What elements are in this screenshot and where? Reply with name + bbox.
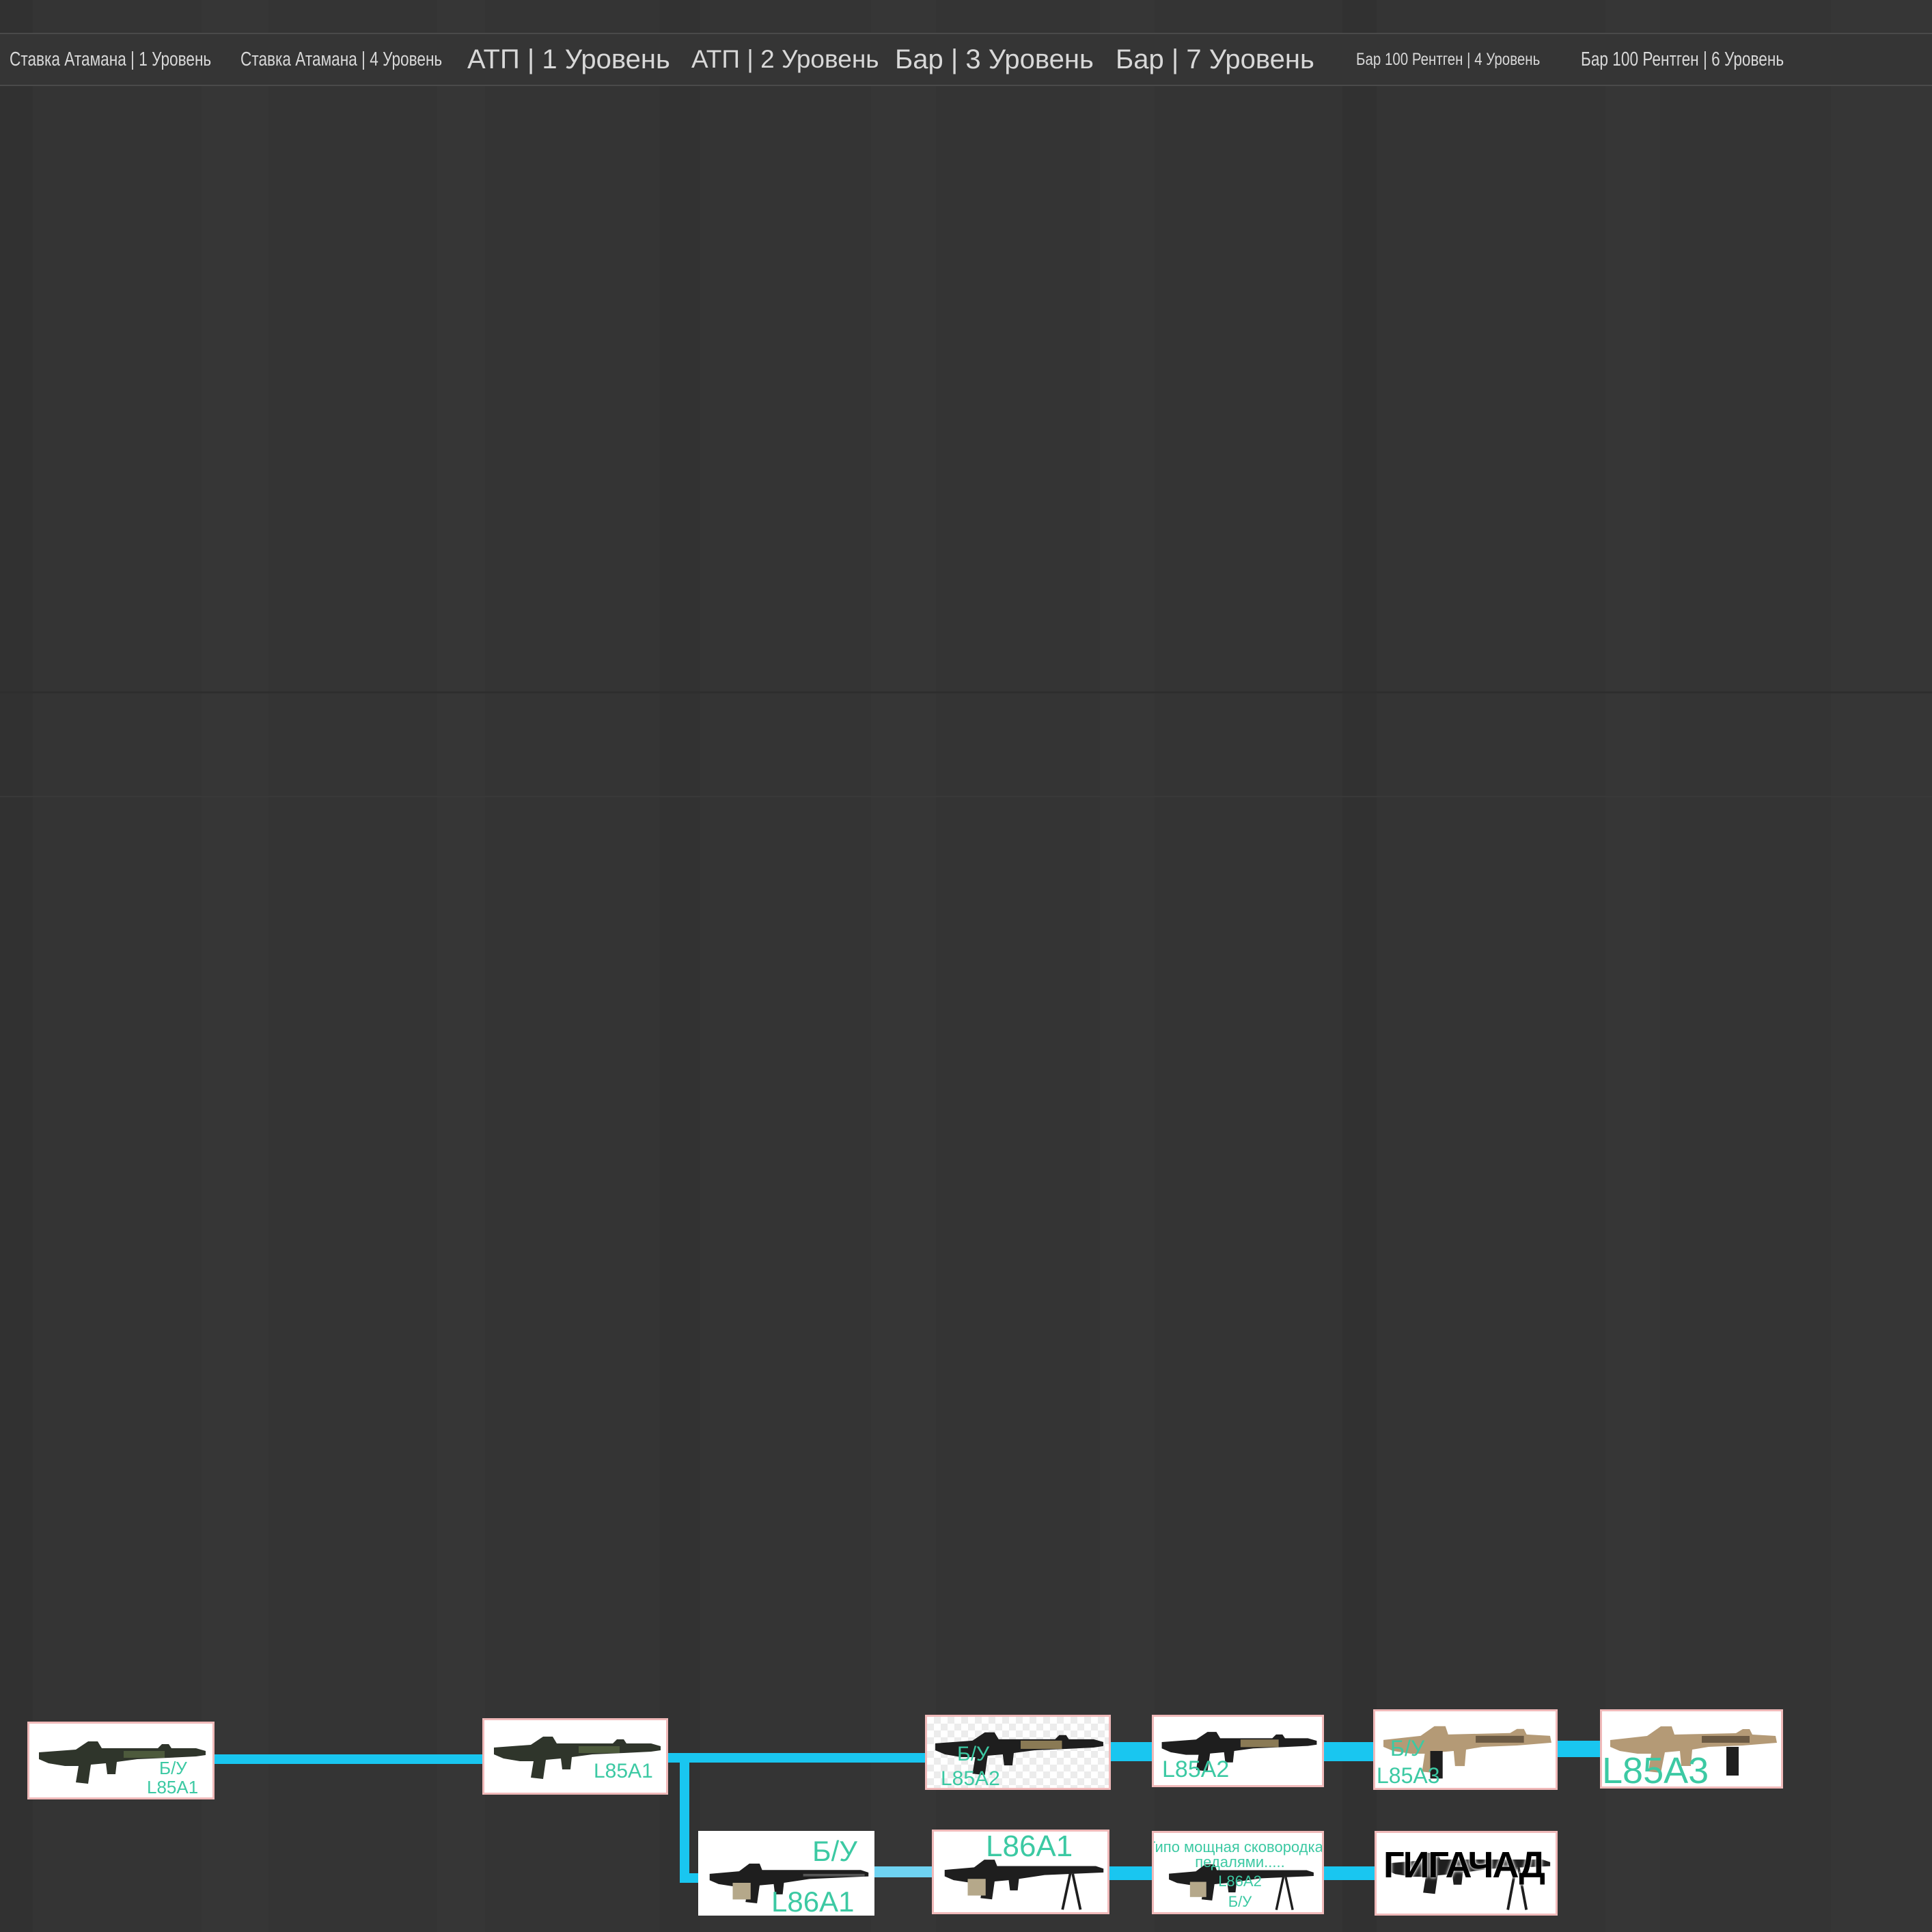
column-band bbox=[1605, 0, 1660, 1932]
node-label: L85A3 bbox=[1377, 1763, 1440, 1788]
column-band bbox=[1831, 0, 1932, 1932]
tier-label: Ставка Атамана | 1 Уровень bbox=[10, 49, 212, 70]
node-l86a1[interactable]: L86A1 bbox=[932, 1830, 1109, 1914]
connector-line bbox=[1323, 1866, 1375, 1880]
node-bu-l85a3[interactable]: Б/У L85A3 bbox=[1373, 1709, 1558, 1790]
tier-label: АТП | 1 Уровень bbox=[467, 44, 670, 74]
node-l85a1[interactable]: L85A1 bbox=[482, 1718, 668, 1795]
node-label: L85A1 bbox=[147, 1777, 199, 1797]
connector-line bbox=[1555, 1741, 1601, 1757]
node-bu-l85a1[interactable]: Б/У L85A1 bbox=[27, 1722, 215, 1799]
rifle-icon bbox=[1383, 1726, 1551, 1779]
lmg-icon bbox=[709, 1863, 869, 1903]
column-band bbox=[1342, 0, 1377, 1932]
column-band bbox=[437, 0, 485, 1932]
node-label: L86A2 bbox=[1218, 1873, 1262, 1890]
node-label: педалями..... bbox=[1195, 1853, 1285, 1871]
column-band bbox=[659, 0, 700, 1932]
connector-line bbox=[873, 1866, 935, 1877]
node-label: Б/У bbox=[812, 1835, 857, 1867]
rifle-icon bbox=[1161, 1732, 1317, 1771]
lmg-icon bbox=[1385, 1853, 1551, 1910]
lmg-icon bbox=[1169, 1864, 1314, 1910]
connector-line bbox=[1323, 1742, 1375, 1761]
node-bu-l85a2[interactable]: Б/У L85A2 bbox=[925, 1715, 1111, 1790]
tier-header-bar: Ставка Атамана | 1 Уровень Ставка Атаман… bbox=[0, 33, 1932, 86]
node-label: Б/У bbox=[957, 1743, 990, 1765]
connector-line bbox=[680, 1753, 689, 1883]
node-bu-l86a1[interactable]: Б/У L86A1 bbox=[698, 1831, 874, 1916]
rifle-icon bbox=[1610, 1726, 1777, 1776]
node-label: L85A2 bbox=[941, 1767, 1000, 1790]
node-l85a3[interactable]: L85A3 bbox=[1600, 1709, 1783, 1789]
column-band bbox=[1100, 0, 1155, 1932]
lmg-icon bbox=[944, 1860, 1104, 1910]
tier-label: АТП | 2 Уровень bbox=[691, 45, 879, 73]
connector-line bbox=[1108, 1742, 1153, 1761]
node-label: L86A1 bbox=[986, 1830, 1073, 1863]
connector-line bbox=[1108, 1866, 1153, 1880]
node-label: Б/У bbox=[1390, 1736, 1425, 1761]
node-label: L85A1 bbox=[594, 1760, 653, 1782]
tier-label: Ставка Атамана | 4 Уровень bbox=[240, 49, 443, 70]
node-label: Б/У bbox=[159, 1758, 187, 1778]
node-label: L85A3 bbox=[1602, 1750, 1709, 1789]
node-label: L86A1 bbox=[771, 1886, 855, 1916]
column-band bbox=[871, 0, 936, 1932]
node-gigachad[interactable]: ГИГАЧАД bbox=[1375, 1831, 1558, 1916]
node-label: L85A2 bbox=[1162, 1756, 1230, 1782]
node-skovorodka[interactable]: Типо мощная сковородка с педалями..... L… bbox=[1152, 1831, 1324, 1914]
tier-label: Бар 100 Рентген | 4 Уровень bbox=[1356, 50, 1541, 69]
divider-line bbox=[0, 796, 1932, 797]
tier-label: Бар 100 Рентген | 6 Уровень bbox=[1581, 49, 1784, 70]
tier-label: Бар | 7 Уровень bbox=[1116, 44, 1314, 74]
tier-label: Бар | 3 Уровень bbox=[895, 44, 1094, 74]
node-label: ГИГАЧАД bbox=[1383, 1845, 1545, 1886]
connector-line bbox=[213, 1754, 484, 1764]
rifle-icon bbox=[494, 1737, 661, 1779]
rifle-icon bbox=[39, 1741, 206, 1784]
column-band bbox=[202, 0, 268, 1932]
rifle-icon bbox=[935, 1732, 1103, 1776]
connector-line bbox=[666, 1753, 929, 1763]
node-label: Б/У bbox=[1228, 1893, 1252, 1910]
column-band bbox=[0, 0, 33, 1932]
node-l85a2[interactable]: L85A2 bbox=[1152, 1715, 1324, 1787]
divider-line bbox=[0, 691, 1932, 693]
node-label: Типо мощная сковородка с bbox=[1152, 1838, 1324, 1855]
connector-line bbox=[680, 1873, 704, 1883]
